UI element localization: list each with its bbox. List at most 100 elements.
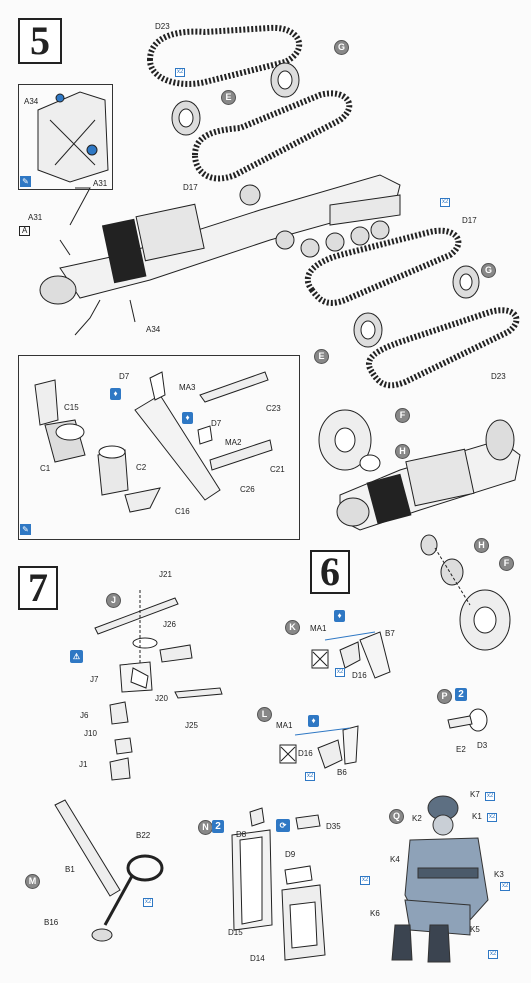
- label-j10: J10: [84, 729, 97, 738]
- callout-e: E: [221, 90, 236, 105]
- track-d23-top: [146, 24, 303, 87]
- label-a-tag: A: [19, 226, 31, 236]
- step-number-text: 5: [30, 18, 50, 63]
- label-d17: D17: [462, 216, 477, 225]
- callout-letter: F: [399, 410, 406, 420]
- label-e2: E2: [456, 745, 466, 754]
- qty-badge: x2: [487, 813, 498, 822]
- label-b1: B1: [65, 865, 75, 874]
- callout-letter: Q: [392, 811, 400, 821]
- label-d16: D16: [298, 749, 313, 758]
- label-d8: D8: [236, 830, 247, 839]
- qty-text: x2: [489, 814, 496, 820]
- callout-l: L: [257, 707, 272, 722]
- lamp-k-assembly: [311, 631, 391, 679]
- inset-a34-box: [18, 84, 113, 190]
- callout-e: E: [314, 349, 329, 364]
- wheel-g-right: [452, 265, 480, 299]
- label-ma3: MA3: [179, 383, 196, 392]
- track-d17-right: [304, 227, 462, 306]
- label-c1: C1: [40, 464, 51, 473]
- label-k6: K6: [370, 909, 380, 918]
- label-c15: C15: [64, 403, 79, 412]
- step-number-text: 6: [320, 549, 340, 594]
- label-d35: D35: [326, 822, 341, 831]
- lamp-l-assembly: [279, 725, 359, 769]
- multiplier-badge: 2: [455, 688, 467, 701]
- label-k1: K1: [472, 812, 482, 821]
- label-c26: C26: [240, 485, 255, 494]
- figure-q: [391, 795, 489, 963]
- wheel-e-bottom: [353, 312, 383, 348]
- qty-text: x2: [337, 669, 344, 675]
- chassis-step6: [318, 409, 521, 556]
- glue-icon: ✎: [20, 176, 31, 187]
- inset-c-box: [18, 355, 300, 540]
- callout-p: P: [437, 689, 452, 704]
- callout-letter: E: [318, 351, 325, 361]
- label-d17: D17: [183, 183, 198, 192]
- label-a34: A34: [146, 325, 161, 334]
- callout-letter: P: [441, 691, 448, 701]
- callout-k: K: [285, 620, 300, 635]
- label-j21: J21: [159, 570, 172, 579]
- callout-letter: E: [225, 92, 232, 102]
- label-j25: J25: [185, 721, 198, 730]
- glue-icon: ✎: [20, 524, 31, 535]
- callout-letter: H: [478, 540, 485, 550]
- seat-n: [231, 807, 326, 961]
- qty-text: x2: [442, 199, 449, 205]
- track-d23-bottom: [366, 307, 520, 389]
- paint-icon: ♦: [110, 388, 121, 400]
- label-b16: B16: [44, 918, 59, 927]
- label-c2: C2: [136, 463, 147, 472]
- qty-badge: x2: [360, 876, 371, 885]
- label-k5: K5: [470, 925, 480, 934]
- callout-j: J: [106, 593, 121, 608]
- paint-icon: ♦: [334, 610, 345, 622]
- label-d16: D16: [352, 671, 367, 680]
- label-j1: J1: [79, 760, 88, 769]
- callout-letter: G: [484, 265, 492, 275]
- qty-badge: x2: [143, 898, 154, 907]
- callout-m: M: [25, 874, 40, 889]
- qty-text: x2: [362, 877, 369, 883]
- label-ma1: MA1: [310, 624, 327, 633]
- paint-icon: ♦: [182, 412, 193, 424]
- qty-badge: x2: [335, 668, 346, 677]
- step-number-7: 7: [18, 566, 58, 610]
- label-k4: K4: [390, 855, 400, 864]
- callout-letter: J: [110, 595, 116, 605]
- label-c23: C23: [266, 404, 281, 413]
- step-number-text: 7: [28, 565, 48, 610]
- callout-g: G: [334, 40, 349, 55]
- label-a31: A31: [93, 179, 108, 188]
- callout-letter: K: [289, 622, 296, 632]
- label-d7: D7: [119, 372, 130, 381]
- callout-letter: M: [28, 876, 37, 886]
- option-icon: ⟳: [276, 819, 290, 832]
- mg-assembly: [94, 590, 223, 781]
- label-j20: J20: [155, 694, 168, 703]
- callout-q: Q: [389, 809, 404, 824]
- label-d23: D23: [491, 372, 506, 381]
- qty-badge: x2: [440, 198, 451, 207]
- label-b7: B7: [385, 629, 395, 638]
- callout-letter: H: [399, 446, 406, 456]
- label-c21: C21: [270, 465, 285, 474]
- label-a34: A34: [24, 97, 39, 106]
- label-d3: D3: [477, 741, 488, 750]
- callout-h: H: [474, 538, 489, 553]
- label-ma2: MA2: [225, 438, 242, 447]
- inset-pointer-c: [74, 299, 101, 336]
- chassis-step5: [39, 174, 401, 323]
- qty-text: x2: [177, 69, 184, 75]
- label-b22: B22: [136, 831, 151, 840]
- label-a31: A31: [28, 213, 43, 222]
- step-number-5: 5: [18, 18, 62, 64]
- paint-icon: ♦: [308, 715, 319, 727]
- callout-g: G: [481, 263, 496, 278]
- step-number-6: 6: [310, 550, 350, 594]
- track-d17-top: [191, 90, 353, 182]
